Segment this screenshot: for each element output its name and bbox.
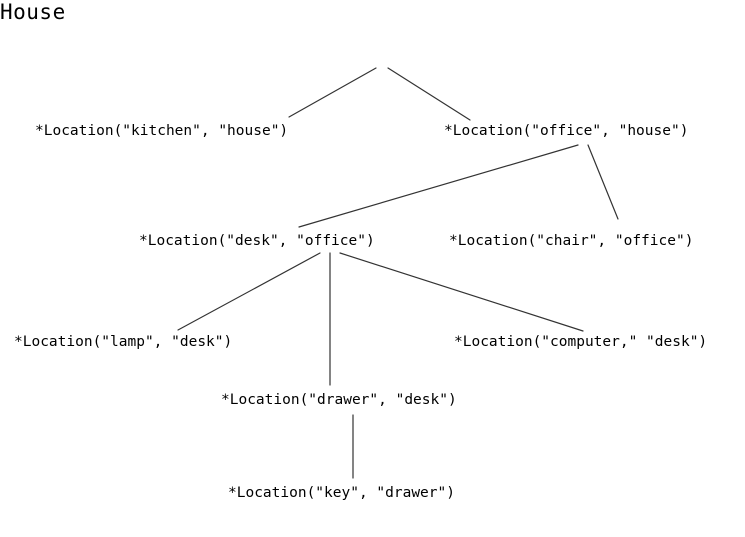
node-desk: *Location("desk", "office"): [139, 233, 375, 249]
edge-office-to-chair: [587, 144, 619, 220]
node-key: *Location("key", "drawer"): [228, 485, 455, 501]
node-house: House: [0, 0, 66, 24]
node-drawer: *Location("drawer", "desk"): [221, 392, 457, 408]
edge-office-to-desk: [298, 144, 579, 228]
node-computer: *Location("computer," "desk"): [454, 334, 708, 350]
node-office: *Location("office", "house"): [444, 123, 689, 139]
edge-desk-to-lamp: [177, 252, 321, 331]
node-lamp: *Location("lamp", "desk"): [14, 334, 233, 350]
edge-house-to-kitchen: [288, 67, 377, 118]
edge-house-to-office: [387, 67, 471, 121]
node-kitchen: *Location("kitchen", "house"): [35, 123, 289, 139]
edge-desk-to-computer: [339, 252, 584, 332]
node-chair: *Location("chair", "office"): [449, 233, 694, 249]
